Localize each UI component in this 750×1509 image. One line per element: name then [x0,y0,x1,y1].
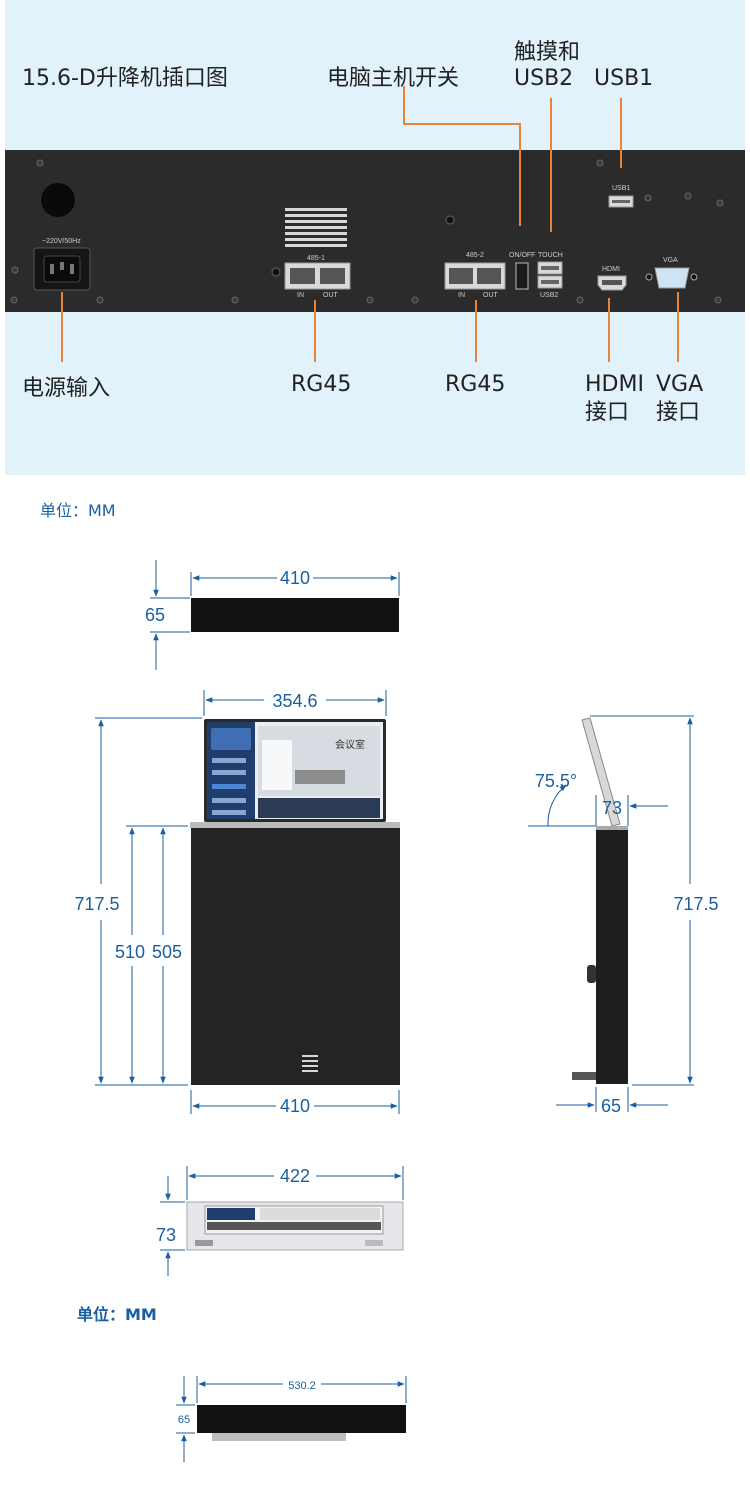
plan-view-drawing [160,1166,404,1276]
dim-front-body-height-outer: 510 [115,942,145,962]
touch-label: TOUCH [538,252,563,259]
dim-front-total-height: 717.5 [74,894,119,914]
hdmi-label: HDMI [602,266,620,273]
dim-front-screen-width: 354.6 [272,691,317,711]
dim-top-view-width: 410 [280,568,310,588]
power-socket-icon [33,247,91,291]
side-view-drawing [528,715,694,1112]
dim-side-angle: 75.5° [535,771,577,791]
bottom-view-drawing [176,1376,407,1462]
dim-side-bottom-depth: 65 [601,1096,621,1116]
top-view-drawing [150,560,400,670]
port-in-1-label: IN [297,292,304,299]
callout-power-switch: 电脑主机开关 [327,66,460,91]
leader-lines [61,86,679,362]
vga-label: VGA [663,257,678,264]
voltage-label: ~220V/50Hz [42,238,81,245]
rj45-port-485-2-icon [444,262,506,290]
port-485-2-label: 485-2 [466,252,484,259]
dim-plan-height: 73 [156,1225,176,1245]
callout-touch-line1: 触摸和 [514,40,581,65]
power-hole-icon [41,183,75,217]
front-view-drawing: 会议室 [95,690,400,1114]
dim-side-top-depth: 73 [602,798,622,818]
callout-hdmi-line2: 接口 [585,400,630,425]
dim-front-body-height-inner: 505 [152,942,182,962]
usb1-label: USB1 [612,185,630,192]
dim-bottom-height: 65 [178,1414,190,1426]
callout-usb1: USB1 [594,66,654,91]
dim-top-view-height: 65 [145,605,165,625]
callout-vga-line1: VGA [656,372,704,397]
usb2-port-icon [537,261,563,289]
port-in-2-label: IN [458,292,465,299]
onoff-label: ON/OFF [509,252,535,259]
dim-side-total-height: 717.5 [673,894,718,914]
callout-touch-line2: USB2 [514,66,574,91]
dim-front-body-width: 410 [280,1096,310,1116]
vga-port-icon [645,267,698,289]
port-out-2-label: OUT [483,292,499,299]
rj45-port-485-1-icon [284,262,351,290]
hdmi-port-icon [597,275,627,291]
onoff-switch-icon [515,262,529,290]
callout-vga-line2: 接口 [656,400,701,425]
unit-label-1: 单位：MM [40,501,116,520]
screen-room-label: 会议室 [335,738,365,751]
dim-bottom-width: 530.2 [288,1380,316,1392]
callout-rg45-right: RG45 [445,372,506,397]
unit-label-2: 单位：MM [77,1305,157,1324]
rear-panel: ~220V/50Hz 485-1 IN OUT 485-2 I [5,150,745,312]
usb2-label: USB2 [540,292,558,299]
port-out-1-label: OUT [323,292,339,299]
port-485-1-label: 485-1 [307,255,325,262]
usb1-port-icon [608,195,634,208]
dim-plan-width: 422 [280,1166,310,1186]
diagram-title: 15.6-D升降机插口图 [22,66,228,91]
callout-hdmi-line1: HDMI [585,372,644,397]
vent-grille [285,208,347,247]
callout-rg45-left: RG45 [291,372,352,397]
callout-power-input: 电源输入 [22,376,111,401]
